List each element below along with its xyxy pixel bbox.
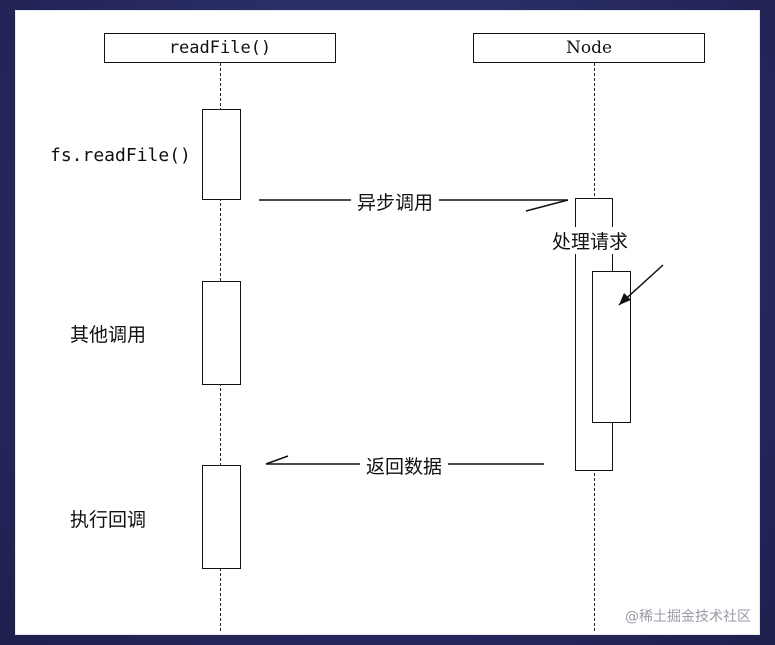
arrow-return-data-head [265, 455, 289, 465]
diagram-page: readFile() Node fs.readFile() 其他调用 执行回调 … [15, 10, 760, 635]
label-fs-readfile: fs.readFile() [50, 145, 191, 166]
actor-readfile-label: readFile() [168, 38, 272, 58]
actor-node: Node [473, 33, 705, 63]
watermark-text: @稀土掘金技术社区 [625, 609, 751, 625]
message-async-call: 异步调用 [351, 188, 440, 215]
activation-readfile-2 [202, 281, 241, 385]
message-return-data: 返回数据 [360, 452, 449, 479]
arrow-async-call-head [525, 199, 569, 212]
actor-readfile: readFile() [104, 33, 336, 63]
label-exec-callback: 执行回调 [70, 509, 147, 531]
actor-node-label: Node [565, 38, 613, 58]
activation-readfile-3 [202, 465, 241, 569]
label-handle-request: 处理请求 [548, 227, 633, 254]
label-other-calls: 其他调用 [70, 324, 147, 346]
activation-readfile-1 [202, 109, 241, 200]
activation-node-inner [592, 271, 631, 423]
